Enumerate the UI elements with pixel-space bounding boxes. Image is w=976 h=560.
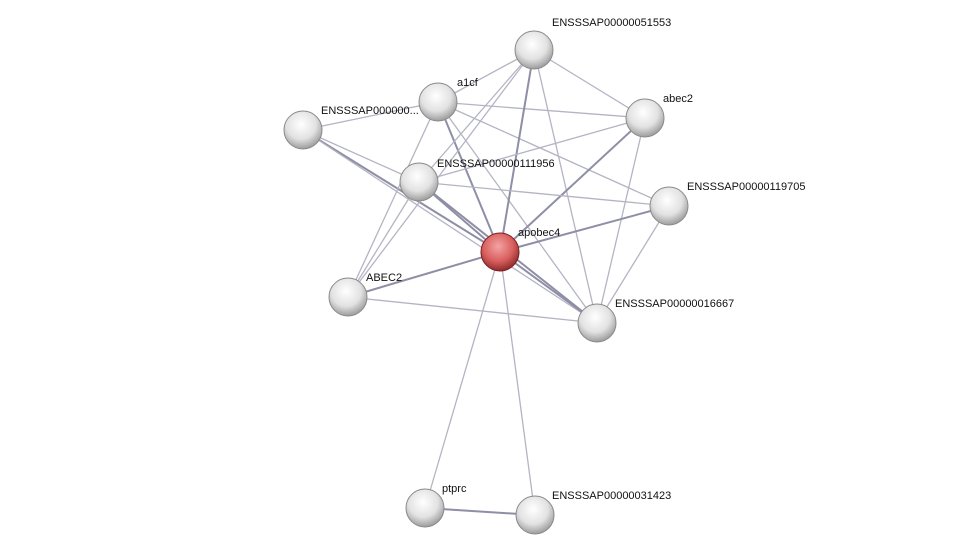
- edge-abec2-n16667[interactable]: [596, 117, 646, 324]
- query-protein-node[interactable]: [480, 232, 520, 272]
- edge-apobec4-n16667[interactable]: [499, 251, 598, 324]
- node-n111956[interactable]: ENSSSAP00000111956: [399, 158, 555, 202]
- edge-ntrunc-n16667[interactable]: [302, 129, 598, 324]
- edge-n51553-n16667[interactable]: [533, 49, 598, 324]
- edge-apobec4-ptprc[interactable]: [424, 251, 501, 509]
- node-n119705[interactable]: ENSSSAP00000119705: [649, 181, 805, 226]
- edge-a1cf-apobec4[interactable]: [437, 101, 501, 253]
- node-a1cf[interactable]: a1cf: [418, 77, 479, 122]
- node-label: ENSSSAP00000031423: [552, 490, 671, 502]
- edge-abec2-n111956[interactable]: [418, 117, 646, 183]
- edge-ntrunc-apobec4[interactable]: [302, 129, 501, 253]
- edge-apobec4-n31423[interactable]: [499, 251, 536, 516]
- protein-node[interactable]: [649, 186, 689, 226]
- protein-node[interactable]: [283, 110, 323, 150]
- edge-a1cf-abec2[interactable]: [437, 101, 646, 119]
- protein-node[interactable]: [418, 82, 458, 122]
- edge-n119705-apobec4[interactable]: [499, 205, 670, 253]
- node-n51553[interactable]: ENSSSAP00000051553: [514, 17, 671, 70]
- protein-node[interactable]: [328, 277, 368, 317]
- node-label: ENSSSAP00000051553: [552, 17, 671, 29]
- node-label: abec2: [663, 93, 693, 105]
- node-ntrunc[interactable]: ENSSSAP000000...: [283, 105, 419, 150]
- protein-node[interactable]: [405, 488, 445, 528]
- node-apobec4[interactable]: apobec4: [480, 227, 560, 272]
- node-label: ENSSSAP00000016667: [615, 298, 734, 310]
- edge-abec2-apobec4[interactable]: [499, 117, 646, 253]
- edge-n51553-ABEC2[interactable]: [347, 49, 535, 298]
- node-ABEC2[interactable]: ABEC2: [328, 272, 402, 317]
- edge-n119705-n16667[interactable]: [596, 205, 670, 324]
- edge-ntrunc-n111956[interactable]: [302, 129, 420, 183]
- edge-n51553-apobec4[interactable]: [499, 49, 535, 253]
- node-label: apobec4: [518, 227, 560, 239]
- edge-n51553-n111956[interactable]: [418, 49, 535, 183]
- edge-apobec4-ABEC2[interactable]: [347, 251, 501, 298]
- edge-ntrunc-a1cf[interactable]: [302, 101, 439, 131]
- protein-node[interactable]: [577, 303, 617, 343]
- edge-n111956-n119705[interactable]: [418, 181, 670, 207]
- protein-node[interactable]: [625, 98, 665, 138]
- protein-node[interactable]: [515, 495, 555, 535]
- edge-ABEC2-n16667[interactable]: [347, 296, 598, 324]
- node-abec2[interactable]: abec2: [625, 93, 693, 138]
- protein-node[interactable]: [399, 162, 439, 202]
- node-label: ENSSSAP00000119705: [687, 181, 805, 193]
- protein-node[interactable]: [514, 30, 554, 70]
- node-n31423[interactable]: ENSSSAP00000031423: [515, 490, 671, 535]
- edge-a1cf-n16667[interactable]: [437, 101, 598, 324]
- node-label: a1cf: [457, 77, 479, 89]
- edge-a1cf-n119705[interactable]: [437, 101, 670, 207]
- edge-n51553-abec2[interactable]: [533, 49, 646, 119]
- node-label: ENSSSAP00000111956: [437, 158, 555, 170]
- node-label: ENSSSAP000000...: [321, 105, 419, 117]
- edge-n111956-ABEC2[interactable]: [347, 181, 420, 298]
- node-ptprc[interactable]: ptprc: [405, 483, 467, 528]
- node-label: ABEC2: [366, 272, 402, 284]
- node-label: ptprc: [442, 483, 467, 495]
- edge-a1cf-ABEC2[interactable]: [347, 101, 439, 298]
- node-n16667[interactable]: ENSSSAP00000016667: [577, 298, 734, 343]
